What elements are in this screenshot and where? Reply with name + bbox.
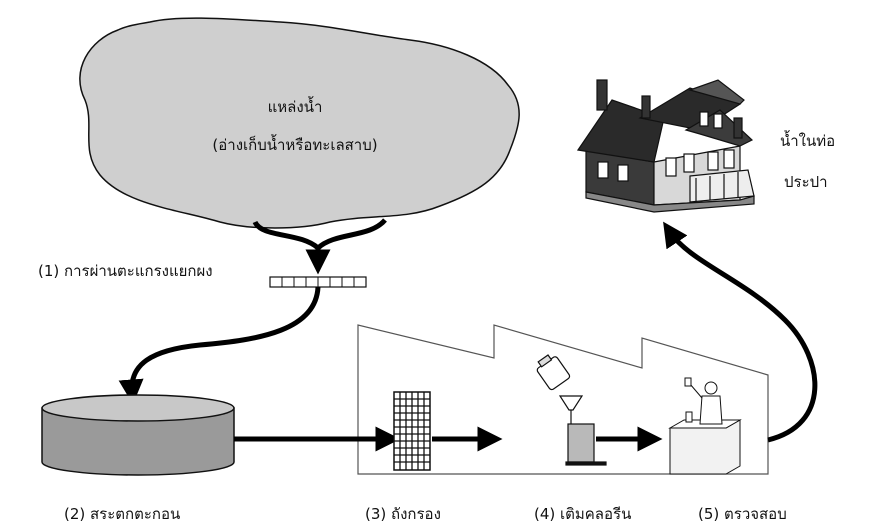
step-1-label: (1) การผ่านตะแกรงแยกผง xyxy=(38,262,213,280)
water-source-cloud xyxy=(79,17,520,229)
water-source-subtitle: (อ่างเก็บน้ำหรือทะเลสาบ) xyxy=(212,136,378,154)
destination-label-line2: ประปา xyxy=(784,173,828,191)
source-outflow-pipes xyxy=(252,218,387,275)
destination-label-line1: น้ำในท่อ xyxy=(780,132,836,150)
house-icon xyxy=(576,79,755,213)
lab-tester-icon xyxy=(668,377,742,475)
arrow-testing-to-house xyxy=(663,221,818,443)
step-4-label: (4) เติมคลอรีน xyxy=(534,505,632,523)
arrow-screen-to-pond xyxy=(118,286,321,405)
step-2-label: (2) สระตกตะกอน xyxy=(64,505,181,523)
screen-icon xyxy=(269,276,367,288)
water-source-title: แหล่งน้ำ xyxy=(267,98,323,116)
settling-tank-icon xyxy=(41,394,235,476)
step-5-label: (5) ตรวจสอบ xyxy=(698,505,787,523)
filter-tank-icon xyxy=(393,391,431,471)
step-3-label: (3) ถังกรอง xyxy=(365,505,441,523)
chlorine-dispenser-icon xyxy=(536,354,607,466)
